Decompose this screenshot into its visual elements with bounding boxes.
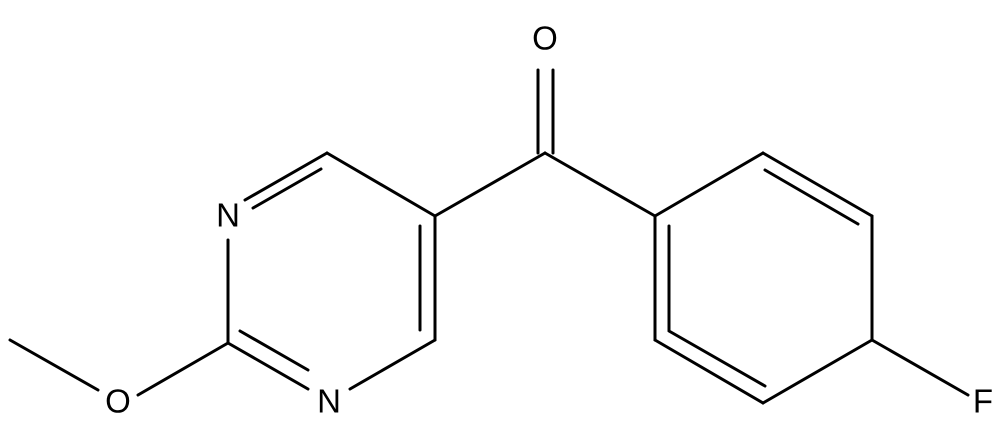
bond-p2-p3-inner [763, 168, 860, 226]
bond-c4-n3 [243, 151, 329, 202]
atom-label-nitrogen-bottom: N [317, 383, 341, 420]
bond-o-methyl [8, 338, 100, 392]
bond-n1-c6 [348, 338, 437, 391]
bond-carbonyl-to-pyrimidine [433, 151, 547, 218]
bond-c4-n3-inner [251, 167, 323, 210]
atom-label-nitrogen-top: N [216, 197, 240, 234]
carbonyl-bonds [433, 68, 657, 218]
bond-c5-c4 [325, 151, 437, 218]
atom-label-methoxy-oxygen: O [105, 383, 131, 420]
atom-labels: O N N O F [105, 20, 993, 420]
atom-label-carbonyl-oxygen: O [532, 20, 558, 57]
bond-p2-p3 [761, 151, 874, 218]
bond-c2-o-methoxy [136, 341, 230, 397]
bond-p4-p5 [761, 338, 874, 405]
methoxy-bonds [8, 338, 230, 397]
bond-c2-n1 [226, 341, 310, 391]
atom-label-fluorine: F [973, 383, 993, 420]
bond-p5-p6 [653, 338, 765, 405]
bond-p4-fluorine [870, 338, 970, 397]
pyrimidine-ring-bonds [226, 151, 437, 391]
bond-carbonyl-to-phenyl [543, 151, 657, 218]
phenyl-ring-bonds [653, 151, 970, 405]
bond-p1-p2 [653, 151, 765, 218]
bond-c2-n1-inner [238, 329, 310, 372]
bond-p5-p6-inner [667, 329, 767, 388]
